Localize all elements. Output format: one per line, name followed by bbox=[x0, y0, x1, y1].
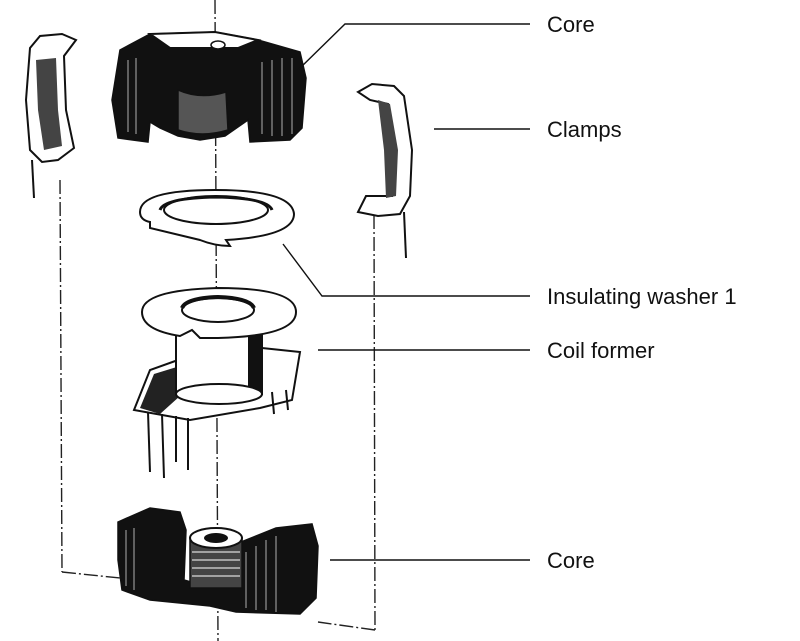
leader-insulating-washer bbox=[282, 243, 530, 297]
coil-former-bore-rim bbox=[180, 294, 256, 310]
label-core-top: Core bbox=[547, 12, 595, 37]
coil-former-pin bbox=[271, 391, 275, 415]
coil-former-barrel-shade bbox=[248, 326, 262, 394]
left-clamp-axis-foot bbox=[61, 571, 121, 579]
left-clamp-axis bbox=[59, 179, 63, 573]
top-core-center-hole bbox=[210, 40, 226, 50]
label-clamps: Clamps bbox=[547, 117, 622, 142]
right-clamp-axis bbox=[373, 214, 376, 631]
right-clamp-shade bbox=[378, 100, 398, 198]
right-clamp bbox=[356, 82, 414, 259]
top-core bbox=[111, 30, 307, 143]
coil-former bbox=[132, 286, 302, 479]
callout-labels: Core Clamps Insulating washer 1 Coil for… bbox=[547, 12, 737, 573]
coil-former-barrel-bottom bbox=[175, 383, 263, 405]
right-clamp-tab bbox=[403, 211, 407, 259]
label-coil-former: Coil former bbox=[547, 338, 655, 363]
coil-former-pins bbox=[147, 389, 289, 479]
left-clamp-tab bbox=[31, 159, 35, 199]
coil-former-pin bbox=[285, 389, 289, 411]
leader-lines bbox=[282, 23, 530, 561]
coil-former-pin bbox=[161, 413, 165, 479]
bottom-core-body bbox=[117, 507, 319, 615]
left-clamp-shade bbox=[36, 58, 62, 150]
leader-core-top bbox=[297, 23, 530, 71]
washer-inner-rim bbox=[158, 195, 274, 211]
right-clamp-axis-foot bbox=[317, 621, 376, 631]
label-core-bottom: Core bbox=[547, 548, 595, 573]
coil-former-pin bbox=[147, 411, 151, 473]
coil-former-base-side bbox=[140, 366, 180, 414]
top-core-center-leg bbox=[177, 88, 229, 135]
top-core-top-face bbox=[146, 30, 262, 49]
bottom-core-center-hole bbox=[204, 533, 228, 543]
left-clamp bbox=[24, 32, 78, 199]
insulating-washer bbox=[138, 188, 296, 248]
bottom-core bbox=[117, 507, 319, 615]
label-insulating-washer: Insulating washer 1 bbox=[547, 284, 737, 309]
